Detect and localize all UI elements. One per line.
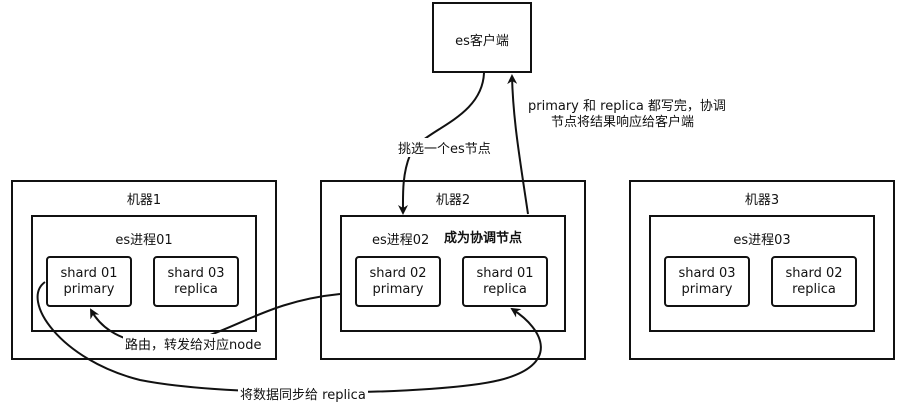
coordinator-label: 成为协调节点 [444,231,523,246]
machine-2-label: 机器2 [435,193,471,208]
shard-name: shard 01 [476,265,534,281]
sync-label: 将数据同步给 replica [238,384,368,403]
shard-01-replica: shard 01 replica [462,256,548,307]
shard-role: replica [792,281,836,297]
machine-3-label: 机器3 [744,193,780,208]
shard-name: shard 02 [369,265,427,281]
client-box: es客户端 [432,2,532,73]
shard-role: primary [63,281,115,297]
process-03-label: es进程03 [733,233,791,248]
shard-role: replica [174,281,218,297]
done-label-line2: 节点将结果响应给客户端 [551,115,695,130]
shard-name: shard 03 [678,265,736,281]
shard-name: shard 02 [785,265,843,281]
machine-1-label: 机器1 [126,193,162,208]
shard-role: replica [483,281,527,297]
select-node-label: 挑选一个es节点 [396,138,493,157]
shard-name: shard 03 [167,265,225,281]
process-02-label: es进程02 [372,233,430,248]
shard-02-primary: shard 02 primary [355,256,441,307]
shard-name: shard 01 [60,265,118,281]
shard-01-primary: shard 01 primary [46,256,132,307]
client-label: es客户端 [455,34,509,49]
shard-02-replica: shard 02 replica [771,256,857,307]
shard-03-replica: shard 03 replica [153,256,239,307]
shard-role: primary [372,281,424,297]
route-label: 路由，转发给对应node [123,334,264,353]
shard-03-primary: shard 03 primary [664,256,750,307]
done-label-line1: primary 和 replica 都写完，协调 [528,99,726,114]
shard-role: primary [681,281,733,297]
process-01-label: es进程01 [115,233,173,248]
